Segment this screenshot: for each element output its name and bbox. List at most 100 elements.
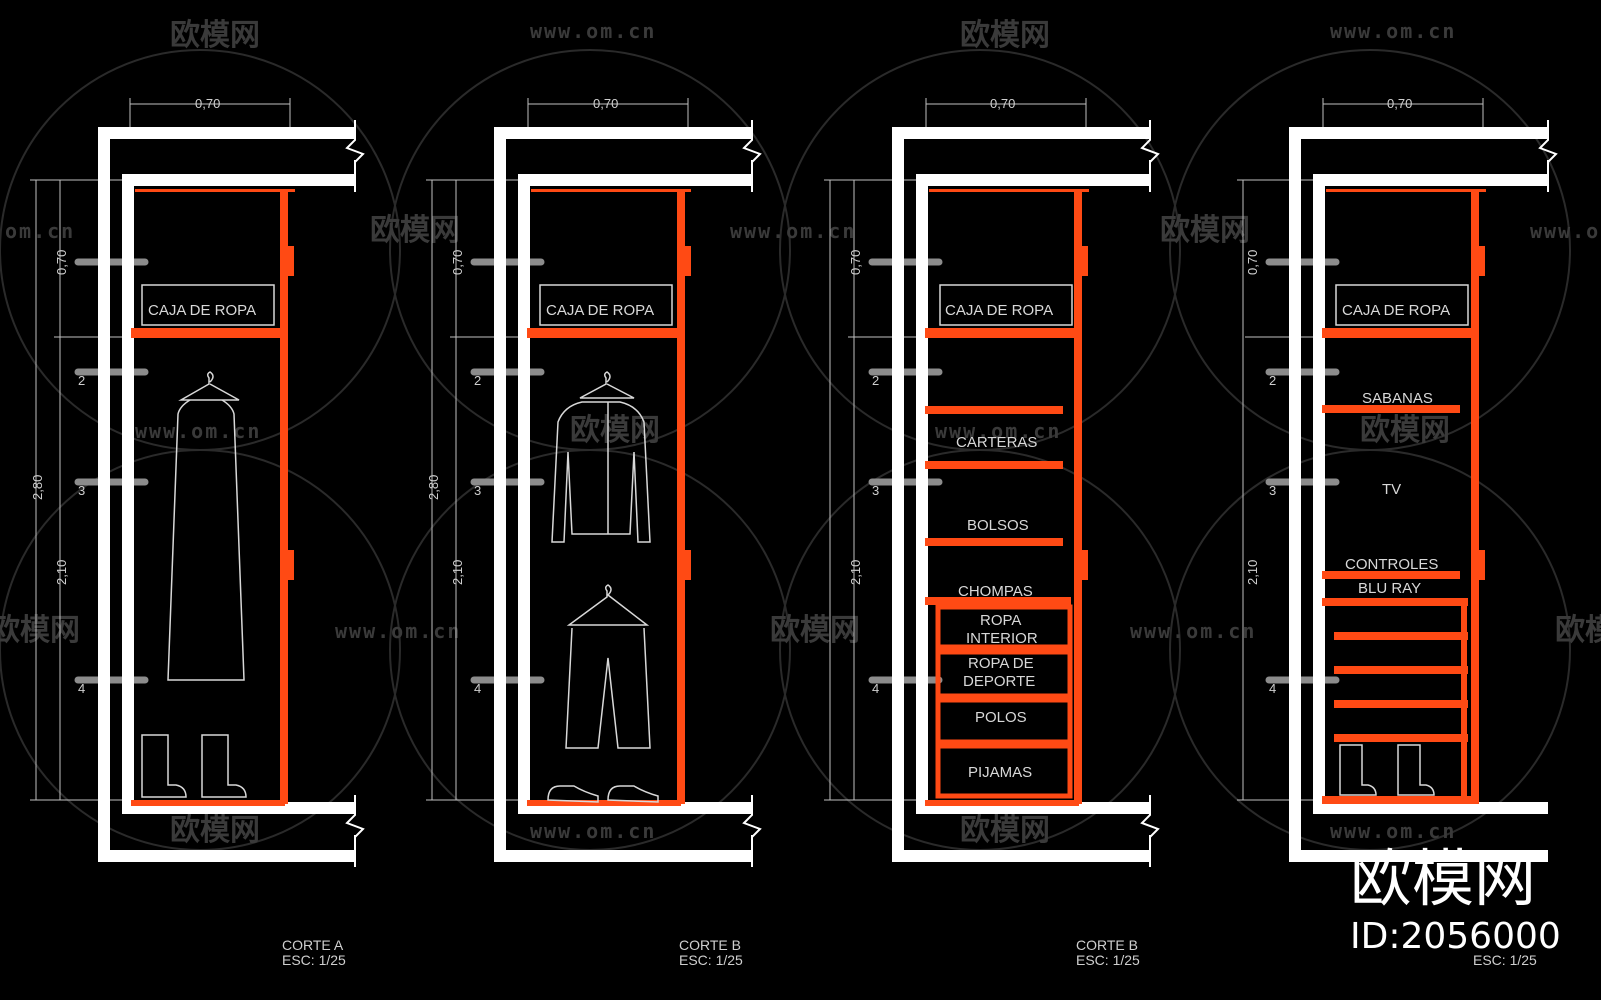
walls [494, 127, 752, 862]
section-title: CORTE B [1076, 937, 1138, 953]
watermark-logo: 欧模网 [0, 613, 80, 648]
watermark-url: www.om.cn [1530, 219, 1601, 243]
walls [892, 127, 1150, 862]
label-interior: INTERIOR [966, 630, 1038, 647]
section-title: CORTE A [282, 937, 344, 953]
break-marks [345, 120, 365, 867]
walls [98, 127, 355, 862]
brand-overlay: 欧模网 ID:2056000 [1350, 842, 1561, 957]
watermark-url: www.om.cn [1330, 819, 1456, 843]
watermark-url: www.om.cn [135, 419, 261, 443]
top-height-dimension: 0,70 [450, 250, 465, 275]
section-corte-b-hanging: 0,70 2,80 0,70 2,10 2 3 4 CAJA DE ROPA [426, 96, 762, 968]
brand-id: ID:2056000 [1350, 916, 1561, 957]
top-height-dimension: 0,70 [1245, 250, 1260, 275]
label-pijamas: PIJAMAS [968, 764, 1032, 781]
total-height-dimension: 2,80 [30, 475, 45, 500]
watermark-url: www.om.cn [935, 419, 1061, 443]
label-sabanas: SABANAS [1362, 390, 1433, 407]
grid-number: 2 [78, 373, 85, 388]
grid-number: 3 [474, 483, 481, 498]
total-height-dimension: 2,80 [426, 475, 441, 500]
watermark-url: om.cn [5, 219, 75, 243]
grid-number: 4 [78, 681, 85, 696]
grid-number: 2 [872, 373, 879, 388]
watermark-url: www.om.cn [730, 219, 856, 243]
watermark-logo: 欧模网 [170, 18, 260, 53]
brand-logo: 欧模网 [1350, 842, 1536, 915]
grid-marks [470, 258, 545, 684]
grid-number: 4 [872, 681, 879, 696]
label-ropa: ROPA [980, 612, 1021, 629]
walls [1289, 127, 1548, 862]
label-ropa-de: ROPA DE [968, 655, 1034, 672]
label-controles: CONTROLES [1345, 556, 1438, 573]
top-height-dimension: 0,70 [54, 250, 69, 275]
grid-number: 4 [474, 681, 481, 696]
watermark-logo: 欧模网 [1360, 413, 1450, 448]
boots-icon [1339, 744, 1435, 796]
grid-number: 2 [1269, 373, 1276, 388]
jacket-icon [551, 371, 651, 543]
grid-number: 2 [474, 373, 481, 388]
boots-icon [141, 734, 247, 798]
grid-number: 3 [1269, 483, 1276, 498]
watermark-logo: 欧模网 [960, 18, 1050, 53]
bottom-height-dimension: 2,10 [54, 560, 69, 585]
watermark-url: www.om.cn [530, 819, 656, 843]
watermark-logo: 欧模网 [570, 413, 660, 448]
watermark-logo: 欧模网 [1555, 613, 1601, 648]
label-bolsos: BOLSOS [967, 517, 1029, 534]
bottom-height-dimension: 2,10 [1245, 560, 1260, 585]
width-dimension: 0,70 [990, 96, 1015, 111]
label-tv: TV [1382, 481, 1401, 498]
section-scale: ESC: 1/25 [679, 952, 743, 968]
bottom-height-dimension: 2,10 [450, 560, 465, 585]
label-caja-de-ropa: CAJA DE ROPA [945, 302, 1053, 319]
shoes-icon [547, 785, 659, 803]
clothes-box [539, 284, 673, 326]
section-corte-b-shelves: 0,70 0,70 2,10 2 3 4 [824, 96, 1160, 968]
label-blu-ray: BLU RAY [1358, 580, 1421, 597]
section-scale: ESC: 1/25 [1076, 952, 1140, 968]
watermark-logo: 欧模网 [370, 213, 460, 248]
section-title: CORTE B [679, 937, 741, 953]
label-deporte: DEPORTE [963, 673, 1035, 690]
section-scale: ESC: 1/25 [282, 952, 346, 968]
break-marks [1140, 120, 1160, 867]
pants-hanger-icon [565, 584, 651, 749]
label-caja-de-ropa: CAJA DE ROPA [148, 302, 256, 319]
dress-icon [167, 371, 245, 681]
watermark-logo: 欧模网 [770, 613, 860, 648]
break-marks [742, 120, 762, 867]
width-dimension: 0,70 [593, 96, 618, 111]
clothes-box [141, 284, 275, 326]
watermark-url: www.om.cn [335, 619, 461, 643]
dimension-lines [426, 98, 689, 801]
watermark-url: www.om.cn [1330, 19, 1456, 43]
label-caja-de-ropa: CAJA DE ROPA [546, 302, 654, 319]
furniture [131, 189, 295, 806]
grid-number: 4 [1269, 681, 1276, 696]
clothes-box [939, 284, 1073, 326]
furniture [1322, 189, 1486, 804]
width-dimension: 0,70 [195, 96, 220, 111]
label-carteras: CARTERAS [956, 434, 1037, 451]
label-caja-de-ropa: CAJA DE ROPA [1342, 302, 1450, 319]
watermark-url: www.om.cn [1130, 619, 1256, 643]
clothes-box [1335, 284, 1469, 326]
watermark-url: www.om.cn [530, 19, 656, 43]
furniture [527, 189, 691, 806]
watermark-logo: 欧模网 [170, 813, 260, 848]
watermark-logo: 欧模网 [1160, 213, 1250, 248]
grid-marks [868, 258, 943, 684]
grid-number: 3 [78, 483, 85, 498]
label-polos: POLOS [975, 709, 1027, 726]
drawer-unit [935, 604, 1073, 799]
label-chompas: CHOMPAS [958, 583, 1033, 600]
section-corte-b-tv: 0,70 0,70 2,10 2 3 4 [1237, 96, 1558, 968]
bottom-height-dimension: 2,10 [848, 560, 863, 585]
watermark-logos: 欧模网 欧模网 欧模网 欧模网 欧模网 欧模网 欧模网 欧模网 欧模网 欧模网 … [0, 18, 1601, 848]
width-dimension: 0,70 [1387, 96, 1412, 111]
